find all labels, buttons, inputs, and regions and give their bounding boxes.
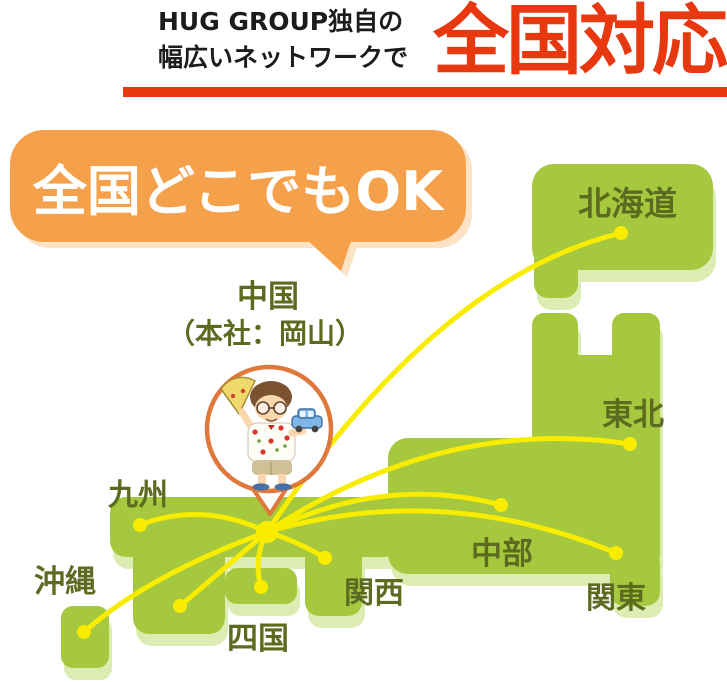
line-to-okinawa [81, 529, 270, 635]
hq-region-label: 中国 [237, 279, 299, 315]
dot-hokkaido [614, 226, 628, 240]
hq-note-label: （本社：岡山） [167, 317, 364, 350]
mascot-character-icon [220, 376, 323, 491]
line-to-south-kyushu [177, 529, 270, 609]
header-line2: 幅広いネットワークで [158, 43, 409, 72]
network-endpoints [77, 226, 637, 639]
toy-car-icon [291, 408, 323, 433]
header-highlight: 全国対応 [433, 0, 727, 85]
speech-bubble-text: 全国どこでもOK [32, 159, 444, 223]
dot-okinawa [77, 625, 91, 639]
block-hokkaido [532, 164, 713, 270]
region-label-okinawa: 沖縄 [34, 564, 96, 600]
region-label-kansai: 関西 [344, 576, 404, 611]
region-label-tohoku: 東北 [602, 397, 664, 433]
region-label-kyushu: 九州 [108, 478, 168, 513]
dot-shikoku [254, 580, 268, 594]
mascot-badge [204, 364, 334, 516]
bubble-tail [305, 238, 358, 277]
dot-kyushu [133, 518, 147, 532]
dot-tohoku [623, 437, 637, 451]
line-to-chubu [264, 491, 504, 535]
header-rule [123, 87, 727, 97]
line-to-kyushu [137, 512, 270, 535]
header-line1: HUG GROUP独自の [158, 7, 404, 36]
region-label-chubu: 中部 [471, 536, 533, 572]
fan-icon [220, 376, 256, 415]
dot-chubu [494, 498, 508, 512]
region-label-kanto: 関東 [586, 581, 646, 616]
map-landmass-layer [61, 164, 713, 668]
dot-hq-hub [256, 521, 278, 543]
line-to-tohoku [264, 436, 633, 535]
dot-kansai [318, 551, 332, 565]
nationwide-speech-bubble: 全国どこでもOK [10, 130, 466, 242]
dot-kanto [609, 546, 623, 560]
line-to-kanto [264, 508, 619, 556]
region-label-hokkaido: 北海道 [578, 184, 677, 223]
block-honshu [388, 438, 660, 574]
region-label-shikoku: 四国 [227, 621, 289, 657]
dot-south-kyushu [173, 599, 187, 613]
block-kanto-tab [610, 550, 660, 606]
block-kyushu [133, 540, 225, 634]
